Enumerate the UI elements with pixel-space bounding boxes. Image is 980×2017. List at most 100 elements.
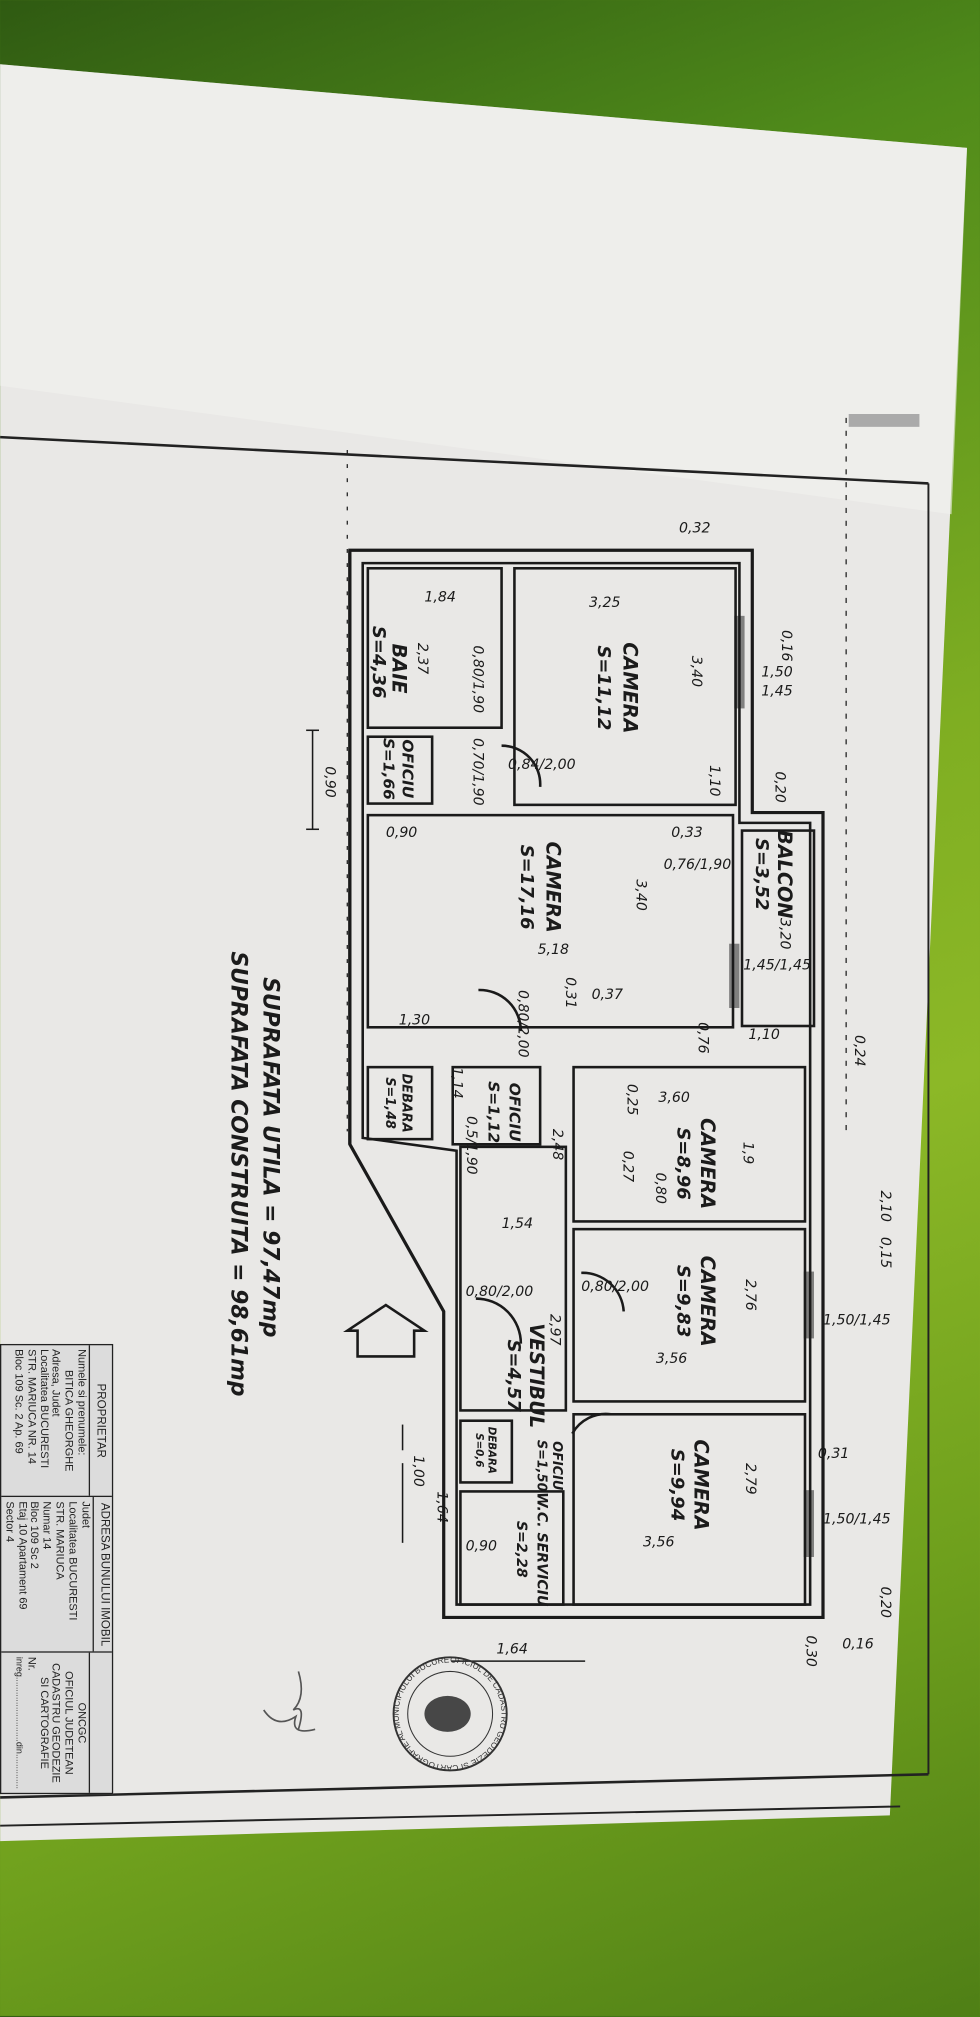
address-line: Localitatea BUCURESTI xyxy=(66,1501,80,1621)
dimension-label: 0,80 xyxy=(652,1173,668,1204)
room-area: S=4,57 xyxy=(503,1339,524,1412)
dimension-label: 2,79 xyxy=(742,1463,758,1494)
room-debara-2 xyxy=(459,1419,514,1484)
room-area: S=17,16 xyxy=(516,845,537,930)
dimension-label: 3,20 xyxy=(777,918,793,949)
paper-shade xyxy=(0,64,967,515)
room-vestibul xyxy=(459,1145,568,1412)
dimension-label: 1,10 xyxy=(748,1027,779,1043)
office-line: CADASTRU GEODEZIE xyxy=(50,1663,64,1783)
dimension-labels: 0,32 1,84 3,25 0,16 2,37 3,40 1,50 1,45 … xyxy=(306,520,893,1667)
dimension-label: 0,16 xyxy=(842,1636,873,1652)
dimension-label: 5,18 xyxy=(538,942,569,958)
room-label: DEBARA xyxy=(399,1074,414,1133)
dimension-label: 1,50/1,45 xyxy=(823,1312,891,1328)
dimension-label: 0,80/2,00 xyxy=(581,1279,649,1295)
dimension-label: 2,10 xyxy=(877,1191,893,1222)
dimension-label: 1,54 xyxy=(502,1216,533,1232)
owner-line: Bloc 109 Sc. 2 Ap. 69 xyxy=(12,1349,26,1454)
office-column: ONCGC OFICIUL JUDETEAN CADASTRU GEODEZIE… xyxy=(1,1653,112,1793)
address-line: Judet xyxy=(79,1501,93,1529)
owner-line: Adresa, Judet xyxy=(50,1349,64,1417)
dimension-label: 0,37 xyxy=(592,987,623,1003)
dimension-label: 0,90 xyxy=(321,766,337,797)
dimension-label: 0,31 xyxy=(562,977,578,1008)
address-line: Sector 4 xyxy=(3,1501,17,1543)
dimension-label: 1,10 xyxy=(706,765,722,796)
dimension-label: 0,24 xyxy=(851,1035,867,1066)
room-area: S=1,66 xyxy=(379,738,397,800)
dimension-label: 0,20 xyxy=(771,771,787,802)
owner-info-table: PROPRIETAR Numele si prenumele: BITICA G… xyxy=(0,1343,114,1795)
room-oficiu-2 xyxy=(451,1065,542,1146)
owner-header: PROPRIETAR xyxy=(88,1345,112,1497)
owner-name: BITICA GHEORGHE xyxy=(63,1369,77,1472)
dimension-label: 0,16 xyxy=(778,630,794,661)
dimension-label: 0,80/2,00 xyxy=(514,990,530,1058)
dimension-label: 3,56 xyxy=(643,1535,674,1551)
sheet-frame xyxy=(0,414,930,1827)
owner-column: PROPRIETAR Numele si prenumele: BITICA G… xyxy=(1,1345,112,1498)
dimension-label: 1,00 xyxy=(410,1455,426,1486)
address-header: ADRESA BUNULUI IMOBIL xyxy=(92,1497,112,1652)
address-line: STR. MARIUCA xyxy=(53,1501,67,1580)
dimension-label: 1,45/1,45 xyxy=(743,957,811,973)
room-area: S=8,96 xyxy=(673,1127,694,1199)
dimension-label: 3,40 xyxy=(633,879,649,910)
owner-line: Numele si prenumele: xyxy=(75,1349,89,1456)
paper-sheet xyxy=(0,64,967,1842)
dimension-label: 1,50 xyxy=(761,664,792,680)
room-camera-3 xyxy=(572,1065,807,1223)
room-label: W.C. SERVICIU xyxy=(534,1492,550,1607)
room-label: OFICIU xyxy=(505,1083,523,1142)
office-line: SI CARTOGRAFIE xyxy=(38,1676,51,1769)
dimension-label: 0,30 xyxy=(802,1635,818,1666)
room-wc xyxy=(459,1490,565,1606)
dimension-label: 0,90 xyxy=(466,1539,497,1555)
office-header xyxy=(88,1653,112,1793)
room-area: S=9,94 xyxy=(666,1449,687,1521)
dimension-label: 0,84/2,00 xyxy=(508,757,576,773)
room-balcon xyxy=(740,829,816,1028)
dimension-label: 2,97 xyxy=(546,1314,562,1345)
dimension-label: 3,25 xyxy=(589,595,620,611)
room-area: S=0,6 xyxy=(473,1433,485,1467)
room-debara-1 xyxy=(366,1065,434,1141)
dimension-label: 1,45 xyxy=(761,684,792,700)
room-label: CAMERA xyxy=(619,642,642,733)
address-line: Etaj 10 Apartament 69 xyxy=(16,1501,30,1610)
dimension-label: 0,70/1,90 xyxy=(469,738,485,806)
rooms xyxy=(366,567,816,1606)
dimension-label: 1,50/1,45 xyxy=(823,1512,891,1528)
entrance-arrow-icon xyxy=(343,1303,429,1358)
dimension-label: 2,76 xyxy=(742,1279,758,1310)
room-baie xyxy=(366,567,503,729)
office-line: Nr. xyxy=(25,1656,39,1671)
dimension-label: 1,84 xyxy=(424,590,455,606)
address-column: ADRESA BUNULUI IMOBIL Judet Localitatea … xyxy=(1,1497,112,1654)
room-label: BAIE xyxy=(387,644,410,694)
room-label: BALCON xyxy=(773,830,796,919)
room-area: S=3,52 xyxy=(751,838,772,910)
dimension-label: 0,90 xyxy=(386,825,417,841)
dimension-label: 3,60 xyxy=(658,1090,689,1106)
room-label: CAMERA xyxy=(696,1256,719,1347)
dimension-label: 0,80/1,90 xyxy=(469,645,485,713)
dimension-label: 0,25 xyxy=(624,1084,640,1115)
dimension-label: 1,64 xyxy=(433,1491,449,1522)
owner-line: Localitatea BUCURESTI xyxy=(38,1349,51,1469)
dimension-label: 0,76 xyxy=(694,1022,710,1053)
room-label: CAMERA xyxy=(542,842,565,933)
room-camera-2 xyxy=(366,813,735,1029)
room-area: S=1,12 xyxy=(485,1081,503,1143)
dimension-label: 3,56 xyxy=(656,1351,687,1367)
room-area: S=11,12 xyxy=(593,645,614,730)
owner-line: STR. MARIUCA NR. 14 xyxy=(25,1349,39,1464)
room-label: VESTIBUL xyxy=(525,1323,548,1428)
room-label: CAMERA xyxy=(689,1439,712,1530)
office-line: ONCGC xyxy=(75,1702,89,1744)
room-label: OFICIU xyxy=(399,739,417,798)
dimension-label: 0,80/2,00 xyxy=(466,1284,534,1300)
address-line: Numar 14 xyxy=(41,1501,55,1550)
dimension-label: 2,48 xyxy=(549,1129,565,1160)
